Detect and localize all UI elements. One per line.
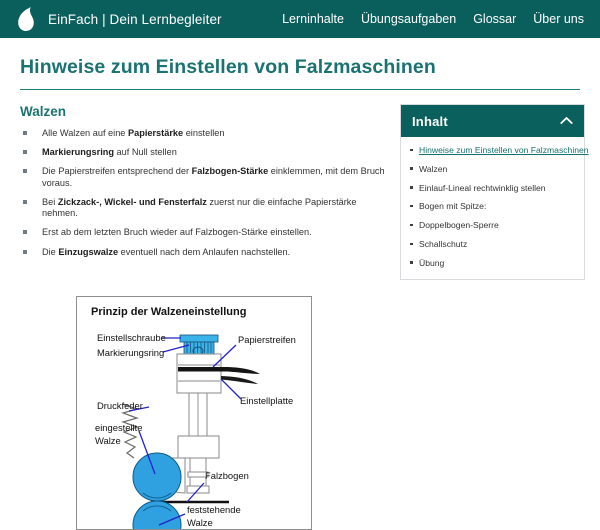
list-item-text: auf Null stellen [113,147,177,158]
list-item: Erst ab dem letzten Bruch wieder auf Fal… [20,227,392,238]
toc-item[interactable]: Einlauf-Lineal rechtwinklig stellen [407,183,578,193]
list-item-emphasis: Zickzack-, Wickel- und Fensterfalz [57,196,207,207]
toc-item[interactable]: Bogen mit Spitze: [407,201,578,211]
chevron-up-icon[interactable] [560,112,573,130]
label-druckfeder: Druckfeder [97,400,143,411]
list-item: Alle Walzen auf eine Papierstärke einste… [20,128,392,139]
toc-item-label[interactable]: Schallschutz [419,239,468,250]
label-falzbogen: Falzbogen [205,470,249,481]
list-item-text: Erst ab dem letzten Bruch wieder auf Fal… [42,227,312,238]
toc-list: Hinweise zum Einstellen von Falzmaschine… [407,145,589,268]
toc-item[interactable]: Übung [407,258,578,268]
list-item-text: eventuell nach dem Anlaufen nachstellen. [118,246,291,257]
nav-link-uebungsaufgaben[interactable]: Übungsaufgaben [360,12,457,26]
toc-panel: Inhalt Hinweise zum Einstellen von Falzm… [400,104,589,281]
main-nav: Lerninhalte Übungsaufgaben Glossar Über … [282,12,586,26]
brand-title: EinFach | Dein Lernbegleiter [48,11,222,27]
figure-wrap: Prinzip der Walzeneinstellung [20,296,580,530]
toc-item-label[interactable]: Übung [419,257,445,268]
brand[interactable]: EinFach | Dein Lernbegleiter [16,6,222,32]
label-einstellschraube: Einstellschraube [97,332,166,343]
figure-diagram-svg: Einstellschraube Markierungsring Papiers… [95,332,296,530]
content-aside: Inhalt Hinweise zum Einstellen von Falzm… [392,104,589,281]
toc-item[interactable]: Hinweise zum Einstellen von Falzmaschine… [407,145,589,155]
list-item-text: Die [42,246,59,257]
list-item-text: Die Papierstreifen entsprechend der [42,166,192,177]
label-markierungsring: Markierungsring [97,347,164,358]
list-item-emphasis: Papierstärke [127,128,184,138]
page-title: Hinweise zum Einstellen von Falzmaschine… [20,56,436,78]
toc-body: Hinweise zum Einstellen von Falzmaschine… [401,137,589,279]
figure-caption: Prinzip der Walzeneinstellung [91,306,247,319]
nav-link-ueber-uns[interactable]: Über uns [533,12,584,26]
list-item: Die Einzugswalze eventuell nach dem Anla… [20,247,392,258]
toc-item[interactable]: Doppelbogen-Sperre [407,220,578,230]
list-item-emphasis: Falzbogen-Stärke [191,166,269,177]
list-item-text: zuerst nur die einfache Papierstärke neh… [42,196,357,219]
title-divider [20,89,580,90]
list-item-text: einstellen [183,128,225,138]
toc-item-label[interactable]: Walzen [419,163,448,174]
content-row: Walzen Alle Walzen auf eine Papierstärke… [20,104,589,281]
label-eingestellte-walze-line2: Walze [95,435,121,446]
toc-item-label[interactable]: Hinweise zum Einstellen von Falzmaschine… [419,145,589,155]
toc-item-label[interactable]: Einlauf-Lineal rechtwinklig stellen [419,182,546,193]
leaf-drop-logo-icon [16,6,38,32]
list-item: Bei Zickzack-, Wickel- und Fensterfalz z… [20,197,392,219]
page-body: Hinweise zum Einstellen von Falzmaschine… [0,56,600,530]
label-feststehende-walze-line2: Walze [187,517,213,528]
list-item: Die Papierstreifen entsprechend der Falz… [20,166,392,188]
toc-item-label[interactable]: Bogen mit Spitze: [419,201,487,212]
toc-item-label[interactable]: Doppelbogen-Sperre [419,220,499,231]
section-heading-walzen: Walzen [20,104,67,119]
label-einstellplatte: Einstellplatte [240,395,293,406]
label-eingestellte-walze-line1: eingestellte [95,422,142,433]
list-item-emphasis: Markierungsring [42,147,114,158]
list-item: Markierungsring auf Null stellen [20,147,392,158]
nav-link-glossar[interactable]: Glossar [473,12,517,26]
label-papierstreifen: Papierstreifen [238,334,296,345]
walzen-bullet-list: Alle Walzen auf eine Papierstärke einste… [20,128,392,258]
site-header: EinFach | Dein Lernbegleiter Lerninhalte… [0,0,600,38]
toc-header-toggle[interactable]: Inhalt [401,105,584,137]
toc-item[interactable]: Schallschutz [407,239,578,249]
content-main: Walzen Alle Walzen auf eine Papierstärke… [20,104,392,266]
list-item-text: Bei [42,196,58,207]
figure-walzeneinstellung: Prinzip der Walzeneinstellung [76,296,312,530]
list-item-text: Alle Walzen auf eine [42,128,128,138]
list-item-emphasis: Einzugswalze [58,246,119,257]
toc-title: Inhalt [412,113,448,129]
list-item-text: einklemmen, mit dem Bruch voraus. [42,166,385,188]
nav-link-lerninhalte[interactable]: Lerninhalte [282,12,344,26]
label-feststehende-walze-line1: feststehende [187,504,241,515]
toc-item[interactable]: Walzen [407,164,578,174]
